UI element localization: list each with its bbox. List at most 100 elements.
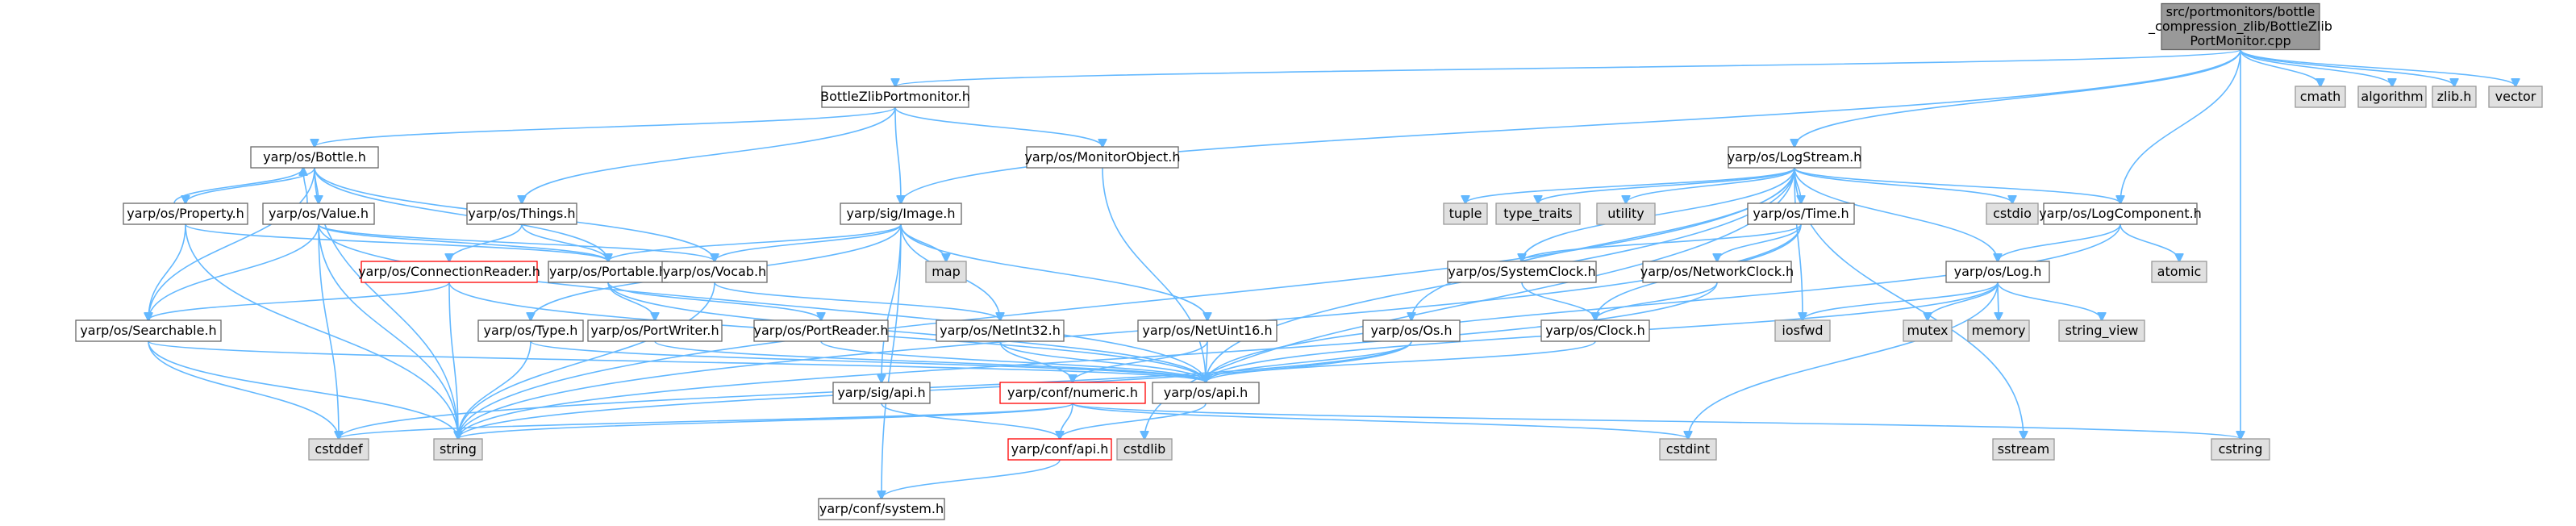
node-bottle-box bbox=[250, 146, 379, 169]
node-netint32-box bbox=[936, 319, 1065, 342]
node-type_traits-box bbox=[1495, 202, 1581, 225]
node-time-label-0: yarp/os/Time.h bbox=[1753, 206, 1849, 221]
edge-connreader-to-searchable bbox=[148, 282, 450, 320]
node-systemclock-box bbox=[1447, 261, 1597, 283]
node-logcomponent[interactable]: yarp/os/LogComponent.h bbox=[2039, 202, 2202, 225]
node-sstream: sstream bbox=[1992, 438, 2055, 461]
node-vocab-label-0: yarp/os/Vocab.h bbox=[663, 264, 766, 279]
edge-bottle-to-searchable bbox=[148, 167, 315, 320]
edge-log-to-memory bbox=[1998, 282, 1999, 320]
node-sstream-box bbox=[1992, 438, 2055, 461]
node-cstdio: cstdio bbox=[1986, 202, 2039, 225]
node-portwriter[interactable]: yarp/os/PortWriter.h bbox=[587, 319, 723, 342]
node-atomic: atomic bbox=[2151, 261, 2207, 283]
node-property-label-0: yarp/os/Property.h bbox=[127, 206, 244, 221]
node-logcomponent-label-0: yarp/os/LogComponent.h bbox=[2039, 206, 2202, 221]
edge-image-to-confsystem bbox=[882, 223, 902, 499]
node-networkclock-label-0: yarp/os/NetworkClock.h bbox=[1640, 264, 1794, 279]
node-string: string bbox=[433, 438, 483, 461]
edge-netuint16-to-numeric bbox=[1073, 340, 1208, 382]
node-clock[interactable]: yarp/os/Clock.h bbox=[1540, 319, 1650, 342]
node-confsystem[interactable]: yarp/conf/system.h bbox=[818, 498, 945, 520]
node-sigapi-box bbox=[832, 382, 931, 404]
node-log-label-0: yarp/os/Log.h bbox=[1954, 264, 2042, 279]
node-things[interactable]: yarp/os/Things.h bbox=[466, 202, 577, 225]
node-bzpm[interactable]: BottleZlibPortmonitor.h bbox=[820, 86, 970, 108]
node-algorithm: algorithm bbox=[2357, 86, 2427, 108]
node-systemclock[interactable]: yarp/os/SystemClock.h bbox=[1447, 261, 1597, 283]
node-portreader-label-0: yarp/os/PortReader.h bbox=[753, 323, 888, 338]
edge-logstream-to-iosfwd bbox=[1794, 167, 1803, 320]
node-zlib-box bbox=[2432, 86, 2477, 108]
node-portable[interactable]: yarp/os/Portable.h bbox=[548, 261, 669, 283]
node-logstream[interactable]: yarp/os/LogStream.h bbox=[1728, 146, 1862, 169]
node-atomic-box bbox=[2151, 261, 2207, 283]
node-portable-label-0: yarp/os/Portable.h bbox=[549, 264, 667, 279]
node-connreader[interactable]: yarp/os/ConnectionReader.h bbox=[358, 261, 540, 283]
node-netint32[interactable]: yarp/os/NetInt32.h bbox=[936, 319, 1065, 342]
node-sstream-label-0: sstream bbox=[1998, 441, 2049, 457]
node-value-box bbox=[262, 202, 375, 225]
edge-property-to-portable bbox=[185, 223, 608, 261]
node-zlib: zlib.h bbox=[2432, 86, 2477, 108]
node-property[interactable]: yarp/os/Property.h bbox=[123, 202, 248, 225]
edge-portreader-to-osapi bbox=[820, 340, 1206, 382]
node-root-label-1: _compression_zlib/BottleZlib bbox=[2148, 19, 2332, 35]
edge-logstream-to-string bbox=[458, 167, 1795, 439]
edge-time-to-networkclock bbox=[1717, 223, 1802, 261]
node-typeh[interactable]: yarp/os/Type.h bbox=[477, 319, 584, 342]
node-monitorobj[interactable]: yarp/os/MonitorObject.h bbox=[1024, 146, 1181, 169]
edge-image-to-netuint16 bbox=[900, 223, 1207, 320]
node-root[interactable]: src/portmonitors/bottle_compression_zlib… bbox=[2148, 2, 2332, 51]
edges-layer bbox=[148, 48, 2516, 499]
node-osapi-box bbox=[1152, 382, 1260, 404]
nodes-layer: src/portmonitors/bottle_compression_zlib… bbox=[75, 2, 2543, 520]
node-bzpm-box bbox=[821, 86, 969, 108]
node-image[interactable]: yarp/sig/Image.h bbox=[840, 202, 962, 225]
node-logcomponent-box bbox=[2043, 202, 2198, 225]
node-bottle[interactable]: yarp/os/Bottle.h bbox=[250, 146, 379, 169]
node-numeric[interactable]: yarp/conf/numeric.h bbox=[999, 382, 1146, 404]
edge-image-to-vocab bbox=[715, 223, 902, 261]
edge-portable-to-portwriter bbox=[607, 282, 655, 320]
node-networkclock[interactable]: yarp/os/NetworkClock.h bbox=[1640, 261, 1794, 283]
node-osh-box bbox=[1362, 319, 1461, 342]
node-portreader[interactable]: yarp/os/PortReader.h bbox=[753, 319, 889, 342]
node-searchable[interactable]: yarp/os/Searchable.h bbox=[75, 319, 222, 342]
edge-property-to-bottle bbox=[173, 168, 303, 204]
node-osapi[interactable]: yarp/os/api.h bbox=[1152, 382, 1260, 404]
node-osh-label-0: yarp/os/Os.h bbox=[1370, 323, 1452, 338]
node-vocab[interactable]: yarp/os/Vocab.h bbox=[661, 261, 768, 283]
node-netuint16[interactable]: yarp/os/NetUint16.h bbox=[1137, 319, 1278, 342]
node-things-label-0: yarp/os/Things.h bbox=[468, 206, 575, 221]
node-vocab-box bbox=[661, 261, 768, 283]
node-monitorobj-box bbox=[1026, 146, 1179, 169]
edge-root-to-logcomponent bbox=[2120, 49, 2241, 204]
node-osh[interactable]: yarp/os/Os.h bbox=[1362, 319, 1461, 342]
edge-value-to-vocab bbox=[318, 223, 715, 261]
node-networkclock-box bbox=[1642, 261, 1792, 283]
node-netuint16-box bbox=[1137, 319, 1278, 342]
node-cstddef-box bbox=[308, 438, 369, 461]
node-value[interactable]: yarp/os/Value.h bbox=[262, 202, 375, 225]
node-iosfwd-label-0: iosfwd bbox=[1782, 323, 1823, 338]
node-sigapi[interactable]: yarp/sig/api.h bbox=[832, 382, 931, 404]
node-vector-label-0: vector bbox=[2495, 89, 2536, 104]
node-logstream-label-0: yarp/os/LogStream.h bbox=[1728, 149, 1862, 165]
edge-log-to-mutex bbox=[1928, 282, 1999, 320]
node-time[interactable]: yarp/os/Time.h bbox=[1747, 202, 1855, 225]
edge-logstream-to-tuple bbox=[1465, 167, 1795, 203]
node-log[interactable]: yarp/os/Log.h bbox=[1945, 261, 2050, 283]
edge-logstream-to-utility bbox=[1626, 167, 1795, 203]
node-confapi[interactable]: yarp/conf/api.h bbox=[1007, 438, 1112, 461]
node-utility: utility bbox=[1596, 202, 1656, 225]
node-numeric-label-0: yarp/conf/numeric.h bbox=[1007, 385, 1138, 400]
node-cstring-box bbox=[2211, 438, 2270, 461]
edge-logstream-to-log bbox=[1794, 167, 1998, 261]
edge-osapi-to-confapi bbox=[1060, 403, 1207, 439]
edge-monitorobj-to-osapi bbox=[1102, 167, 1206, 382]
node-netuint16-label-0: yarp/os/NetUint16.h bbox=[1142, 323, 1272, 338]
edge-logstream-to-cstdio bbox=[1794, 167, 2012, 203]
edge-bzpm-to-bottle bbox=[315, 106, 896, 147]
edge-searchable-to-string bbox=[148, 340, 458, 439]
